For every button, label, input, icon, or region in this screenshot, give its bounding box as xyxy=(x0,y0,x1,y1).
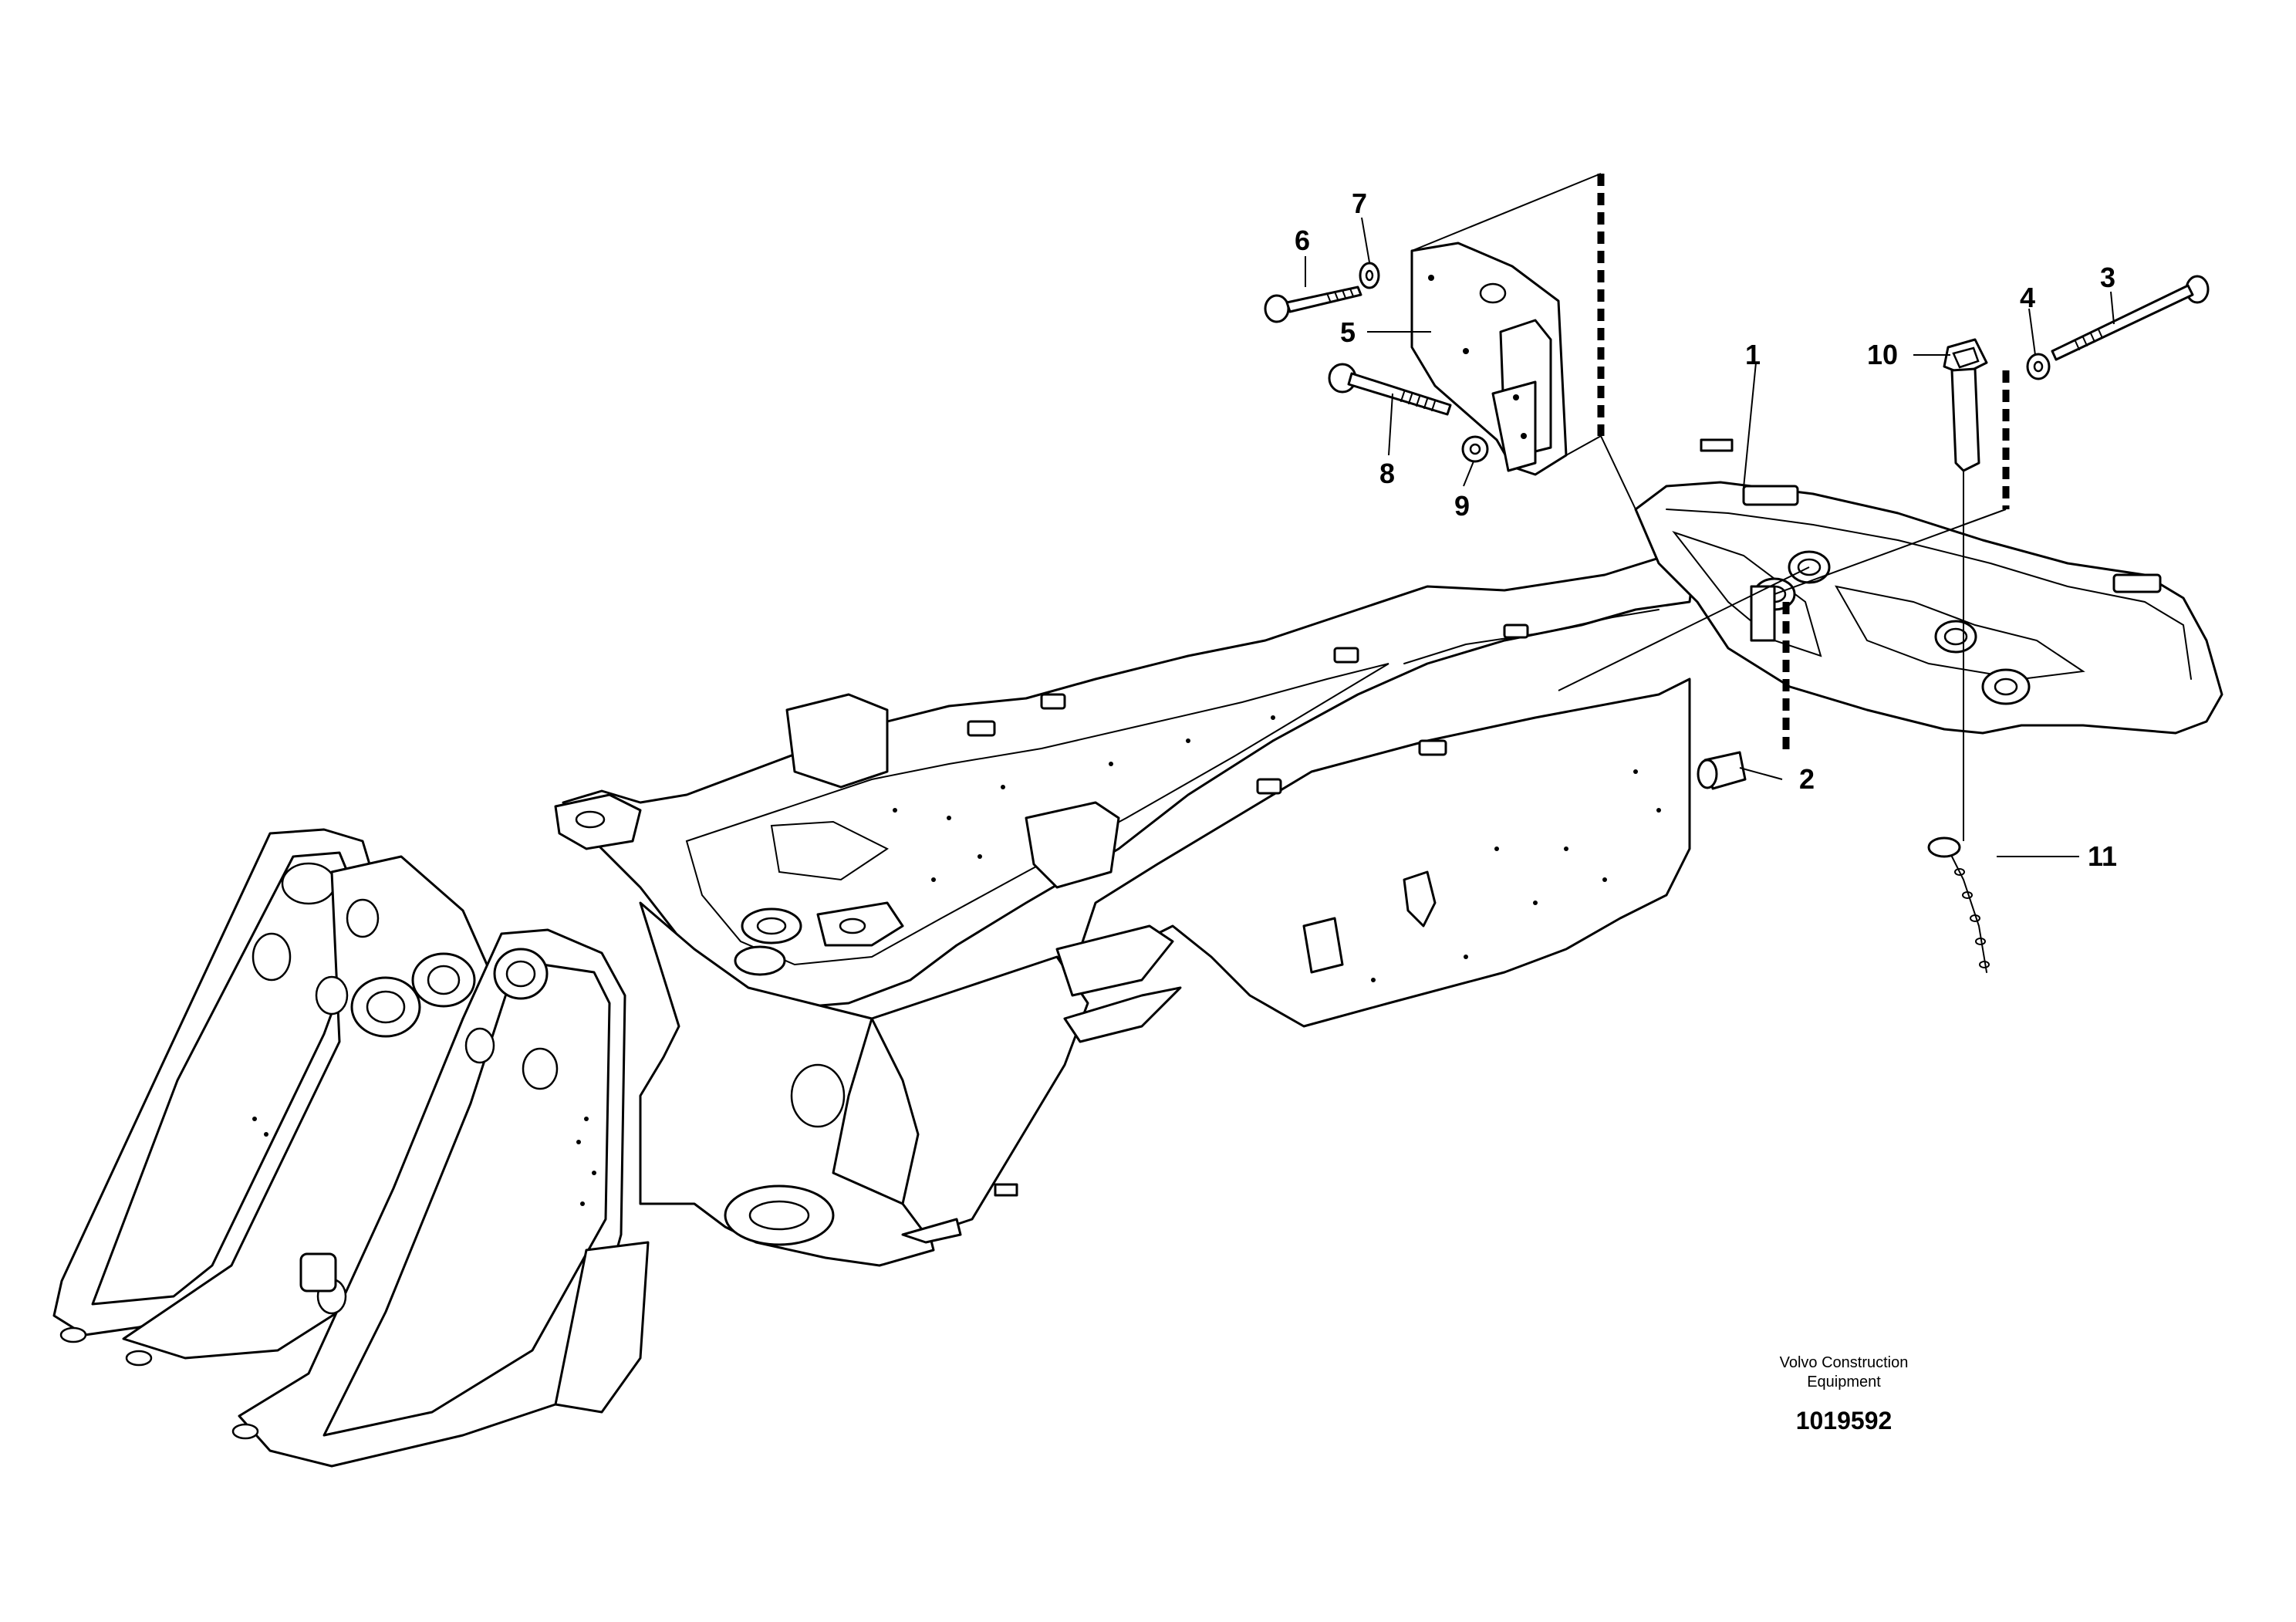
rear-frame xyxy=(554,539,1699,1267)
lock-pin-10 xyxy=(1943,338,1988,472)
callout-2: 2 xyxy=(1799,763,1815,795)
callout-7: 7 xyxy=(1352,188,1367,219)
washer-9 xyxy=(1461,435,1489,463)
callout-9: 9 xyxy=(1454,490,1470,522)
bolt-6 xyxy=(1264,286,1362,323)
callout-1: 1 xyxy=(1745,339,1761,370)
callout-8: 8 xyxy=(1379,458,1395,489)
assembly-lines xyxy=(1411,173,2010,841)
front-frame xyxy=(52,828,650,1468)
plug-2 xyxy=(1697,751,1747,790)
callout-leaders xyxy=(1305,217,2115,857)
washer-7 xyxy=(1359,262,1380,289)
bracket-plate xyxy=(1410,242,1568,476)
credit-line-2: Equipment xyxy=(1807,1374,1881,1391)
counterweight xyxy=(1634,438,2223,735)
bolt-8 xyxy=(1328,363,1452,416)
callout-labels: 1 2 3 4 5 6 7 8 9 10 11 xyxy=(1295,188,2117,872)
document-number: 1019592 xyxy=(1796,1407,1893,1434)
callout-6: 6 xyxy=(1295,225,1310,256)
washer-4 xyxy=(2026,353,2051,380)
callout-3: 3 xyxy=(2100,262,2115,293)
bolt-3 xyxy=(2051,275,2210,361)
credit-line-1: Volvo Construction xyxy=(1780,1354,1909,1371)
callout-11: 11 xyxy=(2088,840,2117,872)
credit-block: Volvo Construction Equipment 1019592 xyxy=(1780,1354,1909,1434)
callout-10: 10 xyxy=(1867,339,1898,370)
retaining-chain-11 xyxy=(1927,836,1990,973)
callout-4: 4 xyxy=(2020,282,2035,313)
callout-5: 5 xyxy=(1340,316,1356,348)
